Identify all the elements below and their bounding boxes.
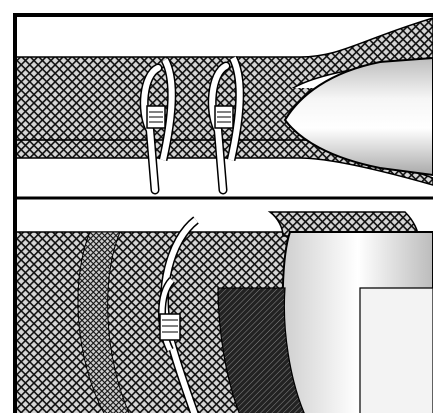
tie-buckle xyxy=(160,314,180,340)
bottom-panel xyxy=(16,212,433,413)
